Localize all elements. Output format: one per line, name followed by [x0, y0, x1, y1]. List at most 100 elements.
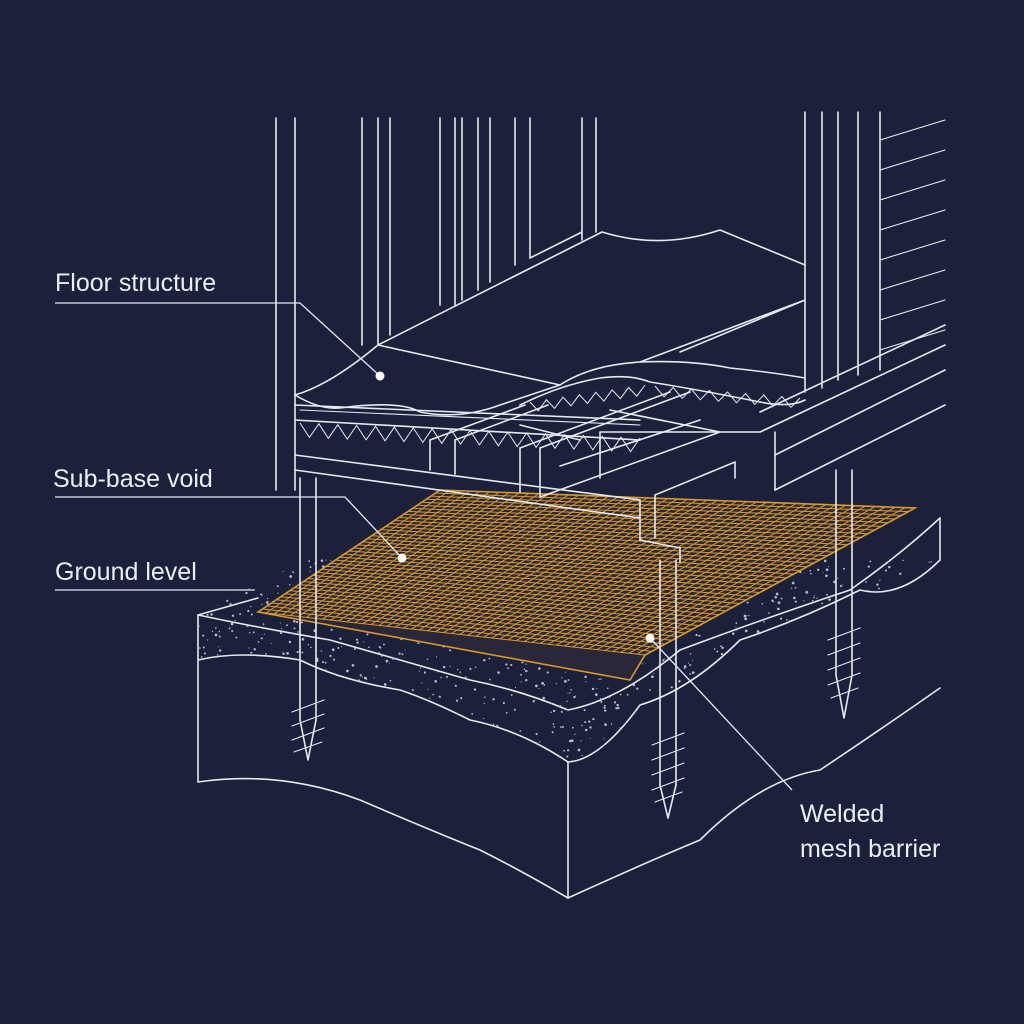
- aggregate-speck: [239, 761, 242, 762]
- aggregate-speck: [870, 680, 874, 683]
- aggregate-speck: [364, 683, 367, 686]
- mesh-wire: [370, 494, 579, 625]
- aggregate-speck: [375, 665, 378, 668]
- aggregate-speck: [427, 761, 429, 762]
- aggregate-speck: [720, 652, 724, 656]
- aggregate-speck: [718, 676, 722, 679]
- aggregate-speck: [834, 704, 836, 707]
- aggregate-speck: [588, 720, 591, 723]
- aggregate-speck: [923, 761, 926, 762]
- aggregate-speck: [839, 627, 841, 630]
- aggregate-speck: [224, 710, 227, 712]
- aggregate-speck: [230, 572, 234, 576]
- aggregate-speck: [510, 663, 513, 666]
- aggregate-speck: [913, 717, 917, 721]
- aggregate-speck: [514, 754, 517, 758]
- aggregate-speck: [671, 707, 674, 710]
- aggregate-speck: [230, 622, 234, 626]
- aggregate-speck: [291, 632, 295, 635]
- aggregate-speck: [205, 681, 208, 684]
- aggregate-speck: [512, 743, 515, 747]
- aggregate-speck: [414, 728, 417, 730]
- aggregate-speck: [809, 570, 812, 572]
- aggregate-speck: [225, 737, 228, 741]
- aggregate-speck: [268, 713, 270, 715]
- aggregate-speck: [404, 649, 406, 651]
- aggregate-speck: [357, 722, 360, 724]
- aggregate-speck: [804, 720, 807, 722]
- aggregate-speck: [567, 679, 570, 681]
- aggregate-speck: [373, 677, 375, 679]
- aggregate-speck: [564, 671, 567, 673]
- aggregate-speck: [856, 631, 858, 634]
- mesh-wire: [515, 501, 757, 642]
- aggregate-speck: [735, 629, 738, 631]
- aggregate-speck: [426, 658, 429, 660]
- aggregate-speck: [257, 563, 260, 566]
- aggregate-speck: [898, 665, 901, 668]
- aggregate-speck: [421, 714, 425, 718]
- aggregate-speck: [716, 650, 719, 653]
- aggregate-speck: [257, 565, 260, 568]
- aggregate-speck: [389, 704, 391, 706]
- aggregate-speck: [216, 603, 219, 606]
- aggregate-speck: [870, 684, 873, 687]
- aggregate-speck: [847, 673, 851, 676]
- aggregate-speck: [777, 763, 779, 765]
- aggregate-speck: [545, 756, 548, 760]
- aggregate-speck: [805, 766, 807, 768]
- aggregate-speck: [813, 596, 815, 599]
- aggregate-speck: [819, 735, 822, 738]
- aggregate-speck: [397, 731, 401, 735]
- aggregate-speck: [900, 608, 904, 611]
- aggregate-speck: [689, 664, 692, 666]
- aggregate-speck: [738, 673, 742, 677]
- aggregate-speck: [812, 645, 815, 648]
- aggregate-speck: [308, 560, 311, 563]
- aggregate-speck: [907, 727, 910, 730]
- aggregate-speck: [669, 696, 672, 699]
- aggregate-speck: [460, 697, 463, 700]
- mesh-wire: [548, 503, 797, 645]
- aggregate-speck: [496, 732, 499, 734]
- aggregate-speck: [278, 705, 281, 708]
- aggregate-speck: [739, 697, 742, 699]
- aggregate-speck: [729, 693, 731, 695]
- aggregate-speck: [831, 639, 833, 642]
- aggregate-speck: [928, 652, 931, 655]
- aggregate-speck: [321, 754, 325, 757]
- aggregate-speck: [702, 729, 705, 732]
- aggregate-speck: [736, 664, 738, 666]
- aggregate-speck: [785, 712, 788, 715]
- aggregate-speck: [756, 630, 760, 633]
- aggregate-speck: [200, 764, 202, 766]
- aggregate-speck: [561, 677, 563, 679]
- aggregate-speck: [901, 684, 903, 686]
- aggregate-speck: [802, 716, 806, 719]
- aggregate-speck: [209, 605, 212, 608]
- aggregate-speck: [777, 601, 781, 605]
- aggregate-speck: [838, 643, 842, 646]
- aggregate-speck: [370, 714, 372, 717]
- aggregate-speck: [218, 635, 221, 638]
- aggregate-speck: [424, 708, 427, 711]
- aggregate-speck: [320, 559, 324, 562]
- aggregate-speck: [449, 665, 451, 668]
- aggregate-speck: [575, 769, 577, 771]
- aggregate-speck: [239, 745, 242, 748]
- aggregate-speck: [608, 696, 611, 698]
- aggregate-speck: [205, 724, 208, 727]
- aggregate-speck: [560, 710, 563, 713]
- aggregate-speck: [840, 747, 843, 750]
- aggregate-speck: [331, 757, 335, 761]
- aggregate-speck: [928, 757, 931, 761]
- aggregate-speck: [240, 742, 243, 745]
- aggregate-speck: [209, 724, 212, 726]
- aggregate-speck: [728, 692, 731, 695]
- aggregate-speck: [525, 679, 528, 682]
- aggregate-speck: [228, 755, 231, 757]
- aggregate-speck: [929, 622, 932, 625]
- aggregate-speck: [795, 667, 797, 669]
- aggregate-speck: [569, 692, 571, 694]
- aggregate-speck: [213, 694, 216, 697]
